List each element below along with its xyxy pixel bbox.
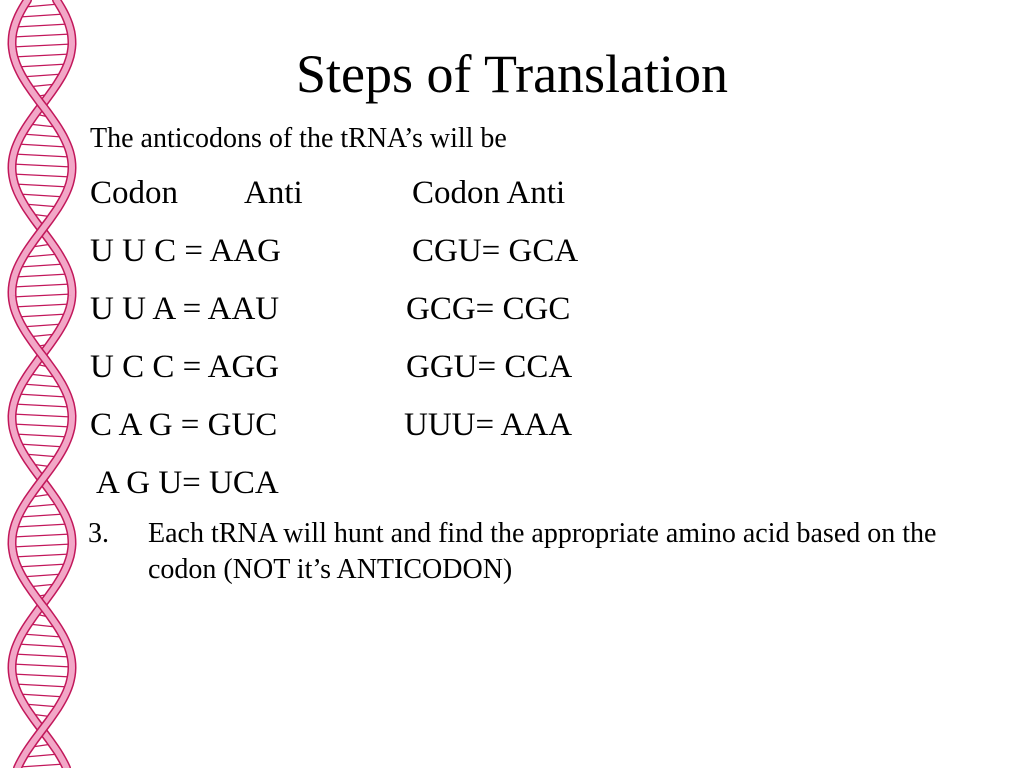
header-codon-anti: Codon Anti [412, 175, 566, 211]
pair-right-3: GGU= CCA [406, 349, 573, 385]
helix-rung [19, 13, 65, 18]
list-item-number: 3. [88, 518, 109, 549]
helix-rung [17, 643, 67, 648]
pair-left-3: U C C = AGG [90, 349, 280, 385]
helix-rung [13, 303, 71, 308]
helix-rung [17, 393, 67, 398]
helix-rung [13, 403, 71, 408]
helix-rung [14, 433, 70, 438]
helix-rung [12, 283, 72, 288]
helix-strand [8, 0, 76, 768]
slide-title: Steps of Translation [295, 44, 729, 104]
header-codon: Codon [90, 175, 179, 211]
helix-rung [12, 163, 72, 168]
helix-rung [16, 63, 68, 68]
helix-rung [21, 383, 63, 388]
helix-rung [13, 153, 71, 158]
helix-rung [15, 23, 69, 28]
pair-left-4: C A G = GUC [90, 407, 278, 443]
pair-left-5: A G U= UCA [96, 465, 279, 501]
helix-rung [20, 573, 64, 578]
helix-rung [13, 53, 71, 58]
helix-rung [15, 273, 69, 278]
list-item-text: Each tRNA will hunt and find the appropr… [148, 518, 937, 585]
helix-rung [12, 423, 72, 428]
helix-rung [11, 543, 73, 548]
helix-rung [19, 763, 65, 768]
helix-rung [24, 753, 60, 758]
helix-rung [24, 253, 60, 258]
helix-rung [12, 533, 72, 538]
dna-helix-icon [7, 0, 77, 768]
helix-rung [17, 143, 67, 148]
helix-rung [14, 683, 70, 688]
helix-rung [12, 673, 72, 678]
helix-rung [13, 553, 71, 558]
helix-strand [8, 0, 76, 768]
pair-left-1: U U C = AAG [90, 233, 281, 269]
helix-rung [12, 663, 72, 668]
header-anti: Anti [244, 175, 303, 211]
helix-rung [18, 193, 66, 198]
helix-rung [12, 413, 72, 418]
helix-rung [13, 653, 71, 658]
helix-rung [18, 443, 66, 448]
helix-rung [18, 693, 66, 698]
helix-rung [11, 43, 73, 48]
helix-rung [14, 183, 70, 188]
helix-rung [12, 33, 72, 38]
helix-strands [7, 0, 77, 768]
helix-rung [21, 633, 63, 638]
helix-rung [16, 563, 68, 568]
pair-left-2: U U A = AAU [90, 291, 280, 327]
pair-right-2: GCG= CGC [406, 291, 571, 327]
intro-text: The anticodons of the tRNA’s will be [90, 123, 507, 154]
helix-rung [15, 523, 69, 528]
helix-rung [19, 513, 65, 518]
helix-rung [21, 133, 63, 138]
pair-right-1: CGU= GCA [412, 233, 579, 269]
helix-rung [24, 3, 60, 8]
helix-rung [20, 323, 64, 328]
helix-rung [11, 293, 73, 298]
helix-rung [19, 263, 65, 268]
helix-rung [12, 173, 72, 178]
helix-rung [16, 313, 68, 318]
helix-rung [20, 73, 64, 78]
helix-rung [24, 503, 60, 508]
pair-right-4: UUU= AAA [404, 407, 573, 443]
